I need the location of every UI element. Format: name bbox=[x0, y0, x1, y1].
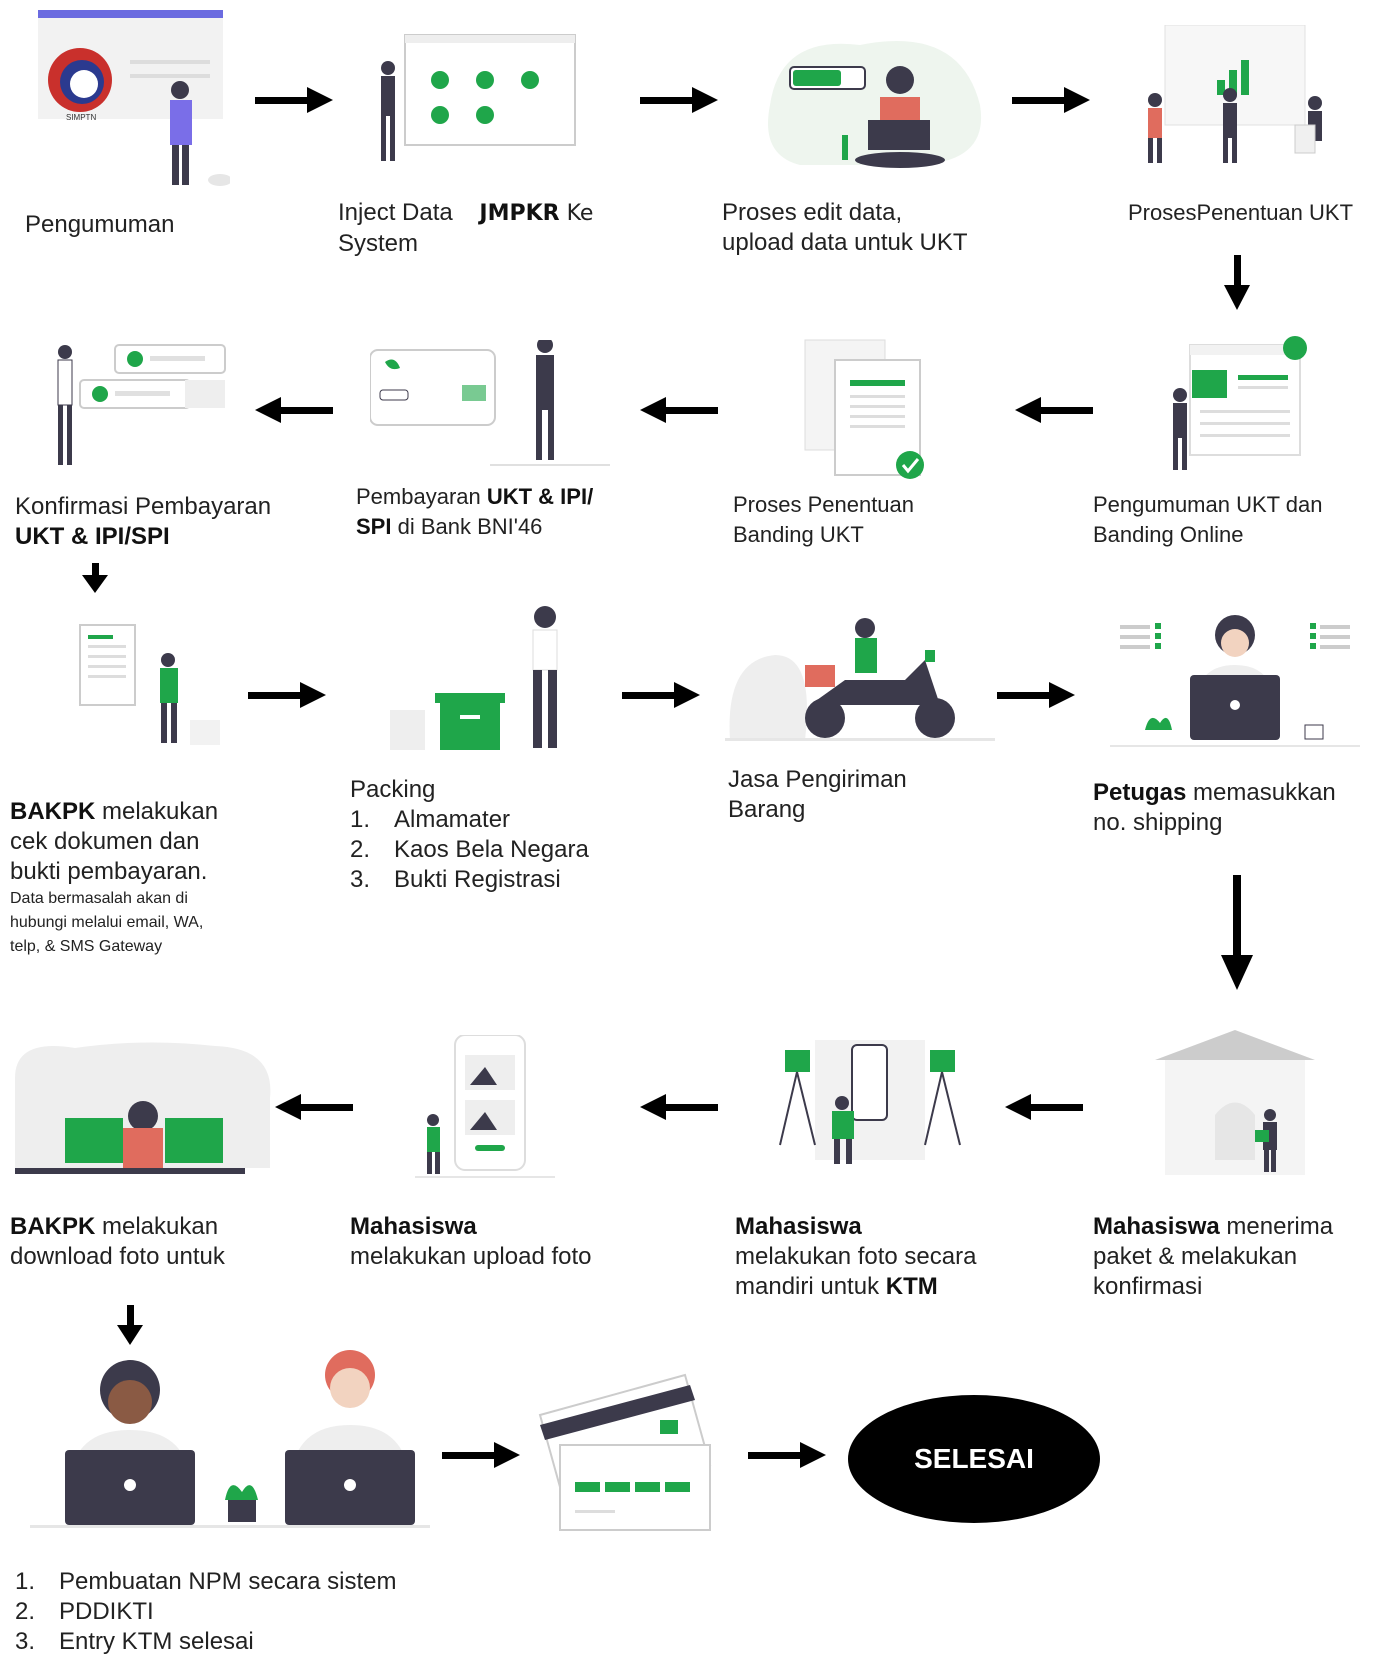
step-petugas-label: Petugas memasukkan no. shipping bbox=[1093, 779, 1336, 836]
arrow-right bbox=[1012, 85, 1090, 115]
illustration-foto-ktm bbox=[770, 1035, 970, 1185]
list-item: 2.Kaos Bela Negara bbox=[350, 836, 589, 863]
step-penentuan-ukt-label: ProsesPenentuan UKT bbox=[1128, 200, 1354, 225]
list-item: 3.Bukti Registrasi bbox=[350, 866, 561, 893]
step-bakpk-cek-label: BAKPK melakukan cek dokumen dan bukti pe… bbox=[10, 798, 219, 955]
illustration-shipping bbox=[725, 610, 995, 750]
npm-steps-list: 1.Pembuatan NPM secara sistem 2.PDDIKTI … bbox=[15, 1567, 396, 1657]
arrow-right bbox=[748, 1440, 826, 1470]
arrow-down bbox=[1220, 875, 1254, 990]
step-edit-data-label: Proses edit data, upload data untuk UKT bbox=[722, 199, 968, 256]
arrow-down bbox=[80, 563, 110, 593]
step-pembayaran-label: Pembayaran UKT & IPI/ SPI di Bank BNI'46 bbox=[356, 484, 594, 539]
illustration-pengumuman-ukt bbox=[1160, 330, 1320, 480]
step-banding-label: Proses Penentuan Banding UKT bbox=[733, 492, 915, 547]
illustration-pembayaran bbox=[370, 340, 620, 470]
arrow-left bbox=[1005, 1092, 1083, 1122]
arrow-left bbox=[640, 1092, 718, 1122]
illustration-penentuan-ukt bbox=[1135, 25, 1335, 175]
arrow-right bbox=[255, 85, 333, 115]
arrow-left bbox=[1015, 395, 1093, 425]
step-shipping-label: Jasa Pengiriman Barang bbox=[728, 766, 907, 823]
arrow-left bbox=[275, 1092, 353, 1122]
arrow-right bbox=[248, 680, 326, 710]
illustration-packing bbox=[385, 605, 585, 755]
illustration-edit-data bbox=[760, 25, 990, 175]
arrow-right bbox=[997, 680, 1075, 710]
arrow-left bbox=[640, 395, 718, 425]
step-upload-foto-label: Mahasiswa melakukan upload foto bbox=[350, 1213, 592, 1270]
illustration-inject-data bbox=[370, 30, 580, 170]
list-item: 2.PDDIKTI bbox=[15, 1598, 154, 1625]
illustration-petugas bbox=[1110, 605, 1360, 755]
arrow-down bbox=[1222, 255, 1252, 310]
step-foto-ktm-label: Mahasiswa melakukan foto secara mandiri … bbox=[735, 1213, 977, 1300]
step-pengumuman-label: Pengumuman bbox=[25, 211, 175, 238]
step-packing-label: Packing 1.Almamater 2.Kaos Bela Negara 3… bbox=[350, 776, 589, 895]
illustration-konfirmasi-pembayaran bbox=[45, 340, 235, 470]
list-item: 1.Almamater bbox=[350, 806, 511, 833]
list-item: 1.Pembuatan NPM secara sistem bbox=[15, 1568, 397, 1595]
logo-text: SIMPTN bbox=[66, 113, 96, 122]
list-item: 3.Entry KTM selesai bbox=[15, 1628, 254, 1655]
arrow-right bbox=[622, 680, 700, 710]
packing-list: 1.Almamater 2.Kaos Bela Negara 3.Bukti R… bbox=[350, 805, 589, 895]
step-terima-paket-label: Mahasiswa menerima paket & melakukan kon… bbox=[1093, 1213, 1334, 1300]
illustration-terima-paket bbox=[1150, 1030, 1320, 1180]
arrow-right bbox=[640, 85, 718, 115]
end-node-selesai: SELESAI bbox=[848, 1395, 1100, 1523]
illustration-ktm-card bbox=[535, 1370, 720, 1535]
step-bakpk-download-label: BAKPK melakukan download foto untuk bbox=[10, 1213, 225, 1270]
illustration-pengumuman: SIMPTN bbox=[20, 10, 230, 190]
illustration-bakpk-cek bbox=[70, 620, 230, 750]
step-pengumuman-ukt-label: Pengumuman UKT dan Banding Online bbox=[1093, 492, 1323, 547]
step-inject-data-label: Inject Data JMPKR Ke System bbox=[338, 199, 594, 257]
arrow-right bbox=[442, 1440, 520, 1470]
arrow-down bbox=[115, 1305, 145, 1345]
illustration-pembuatan-npm bbox=[30, 1350, 430, 1530]
illustration-upload-foto bbox=[415, 1035, 565, 1180]
illustration-banding bbox=[800, 335, 930, 485]
illustration-bakpk-download bbox=[15, 1038, 275, 1178]
step-konfirmasi-label: Konfirmasi Pembayaran UKT & IPI/SPI bbox=[15, 493, 272, 550]
arrow-left bbox=[255, 395, 333, 425]
